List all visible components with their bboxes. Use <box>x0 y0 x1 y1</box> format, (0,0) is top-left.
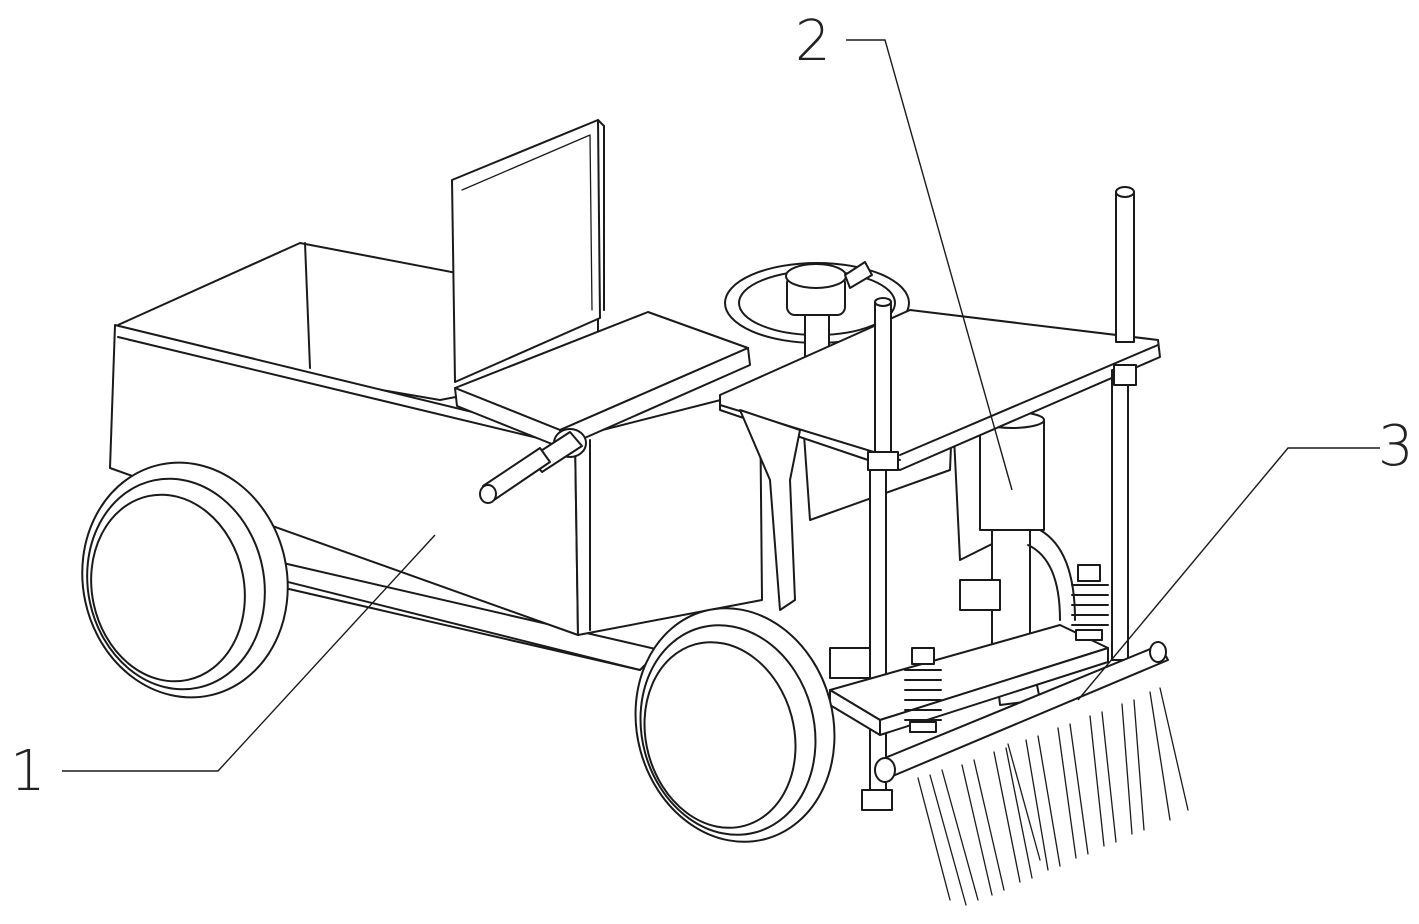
front-wheel <box>634 607 836 843</box>
seat <box>451 119 751 449</box>
spring-right <box>1071 564 1109 641</box>
lower-frame <box>829 529 1109 736</box>
callout-3: 3 <box>1378 414 1414 479</box>
leader-lines <box>62 39 1380 772</box>
rear-wheel <box>81 461 289 699</box>
callout-2: 2 <box>795 9 831 74</box>
leader-line-2 <box>846 39 1013 491</box>
leader-line-3 <box>1077 447 1380 701</box>
steering-wheel <box>724 261 910 374</box>
callout-1: 1 <box>10 739 46 804</box>
leader-line-1 <box>62 534 436 772</box>
lever-handle <box>479 428 587 504</box>
spring-left <box>904 647 942 733</box>
